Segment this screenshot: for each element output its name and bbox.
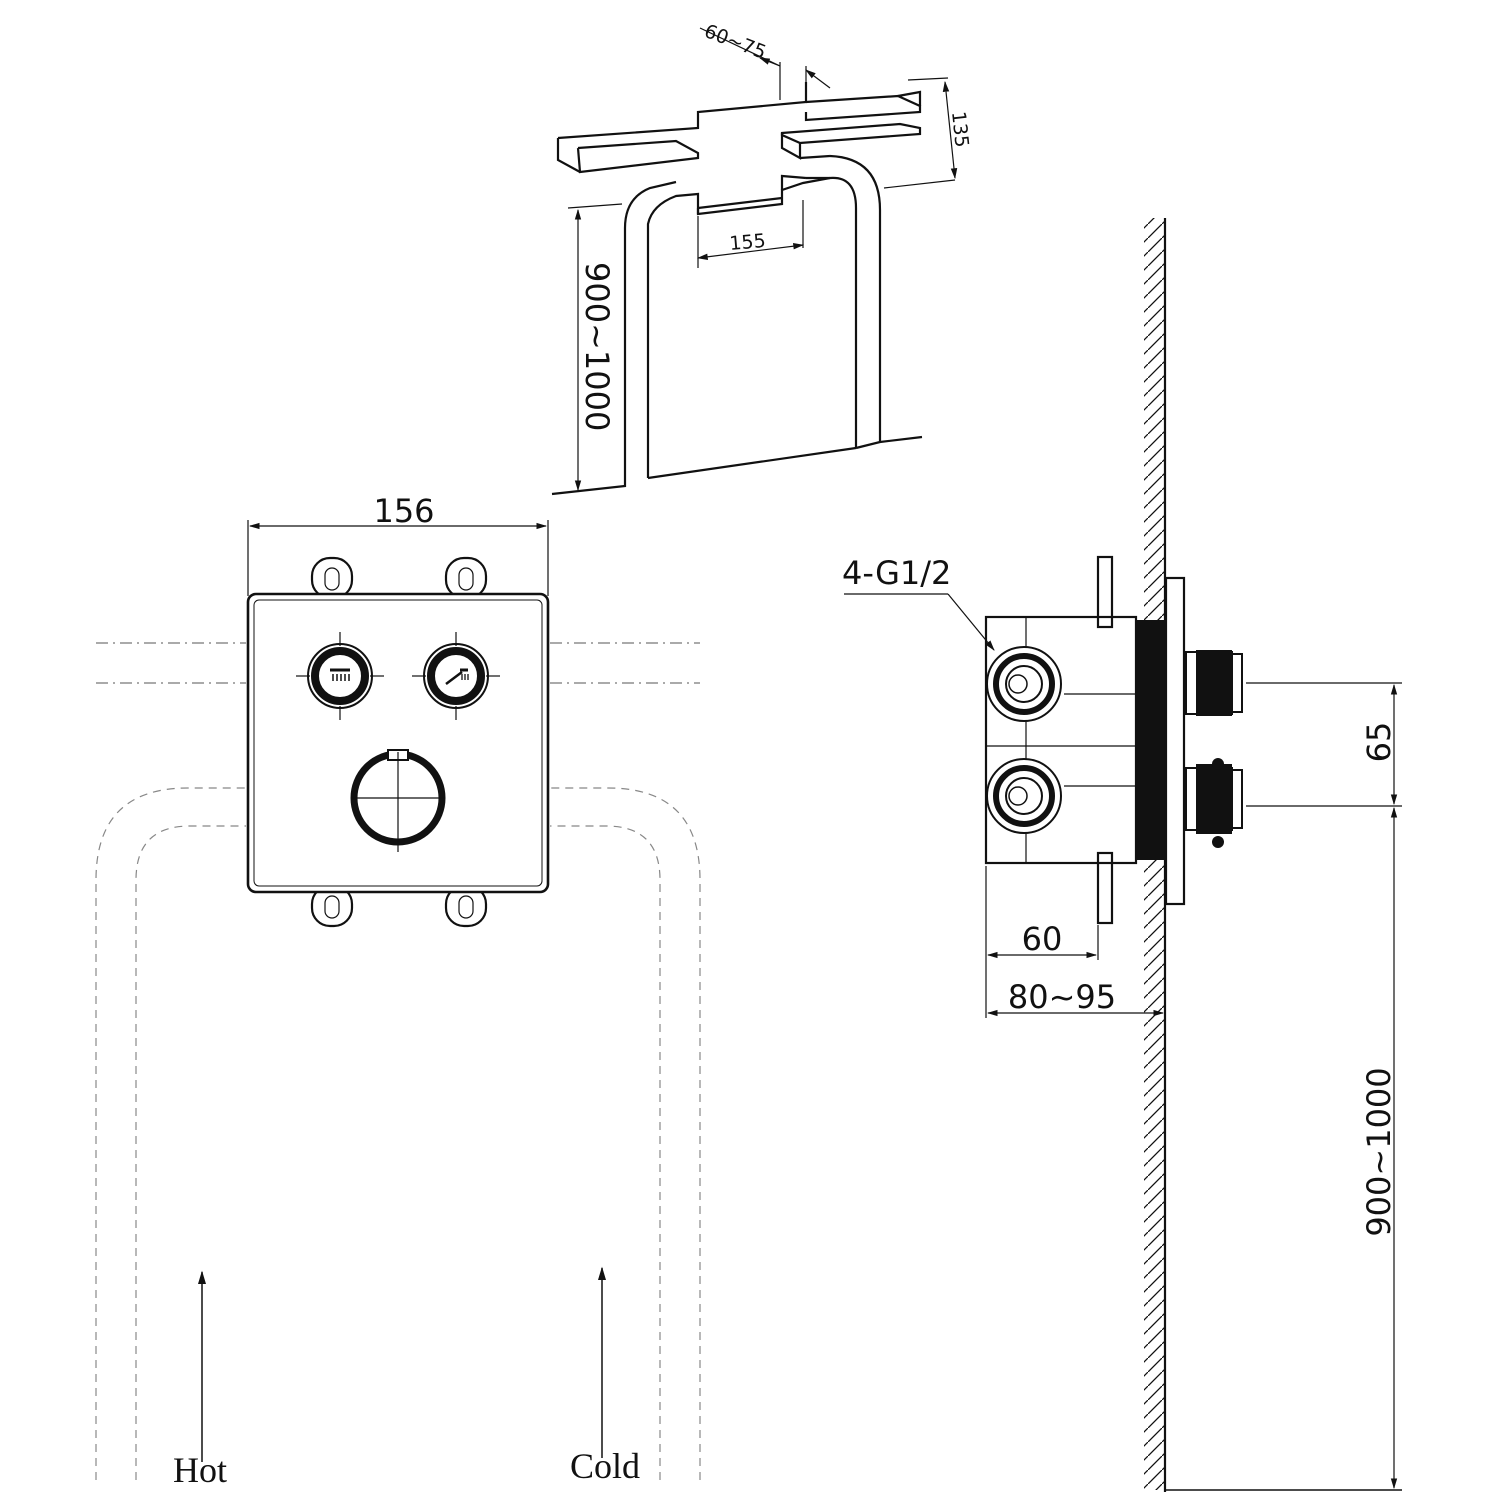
dim-top-spacing: 155 — [729, 230, 767, 255]
dim-top-offset: 60~75 — [701, 20, 769, 64]
top-isometric-view: 60~75 135 155 900~1000 — [551, 20, 973, 496]
thermostat-knob — [350, 749, 446, 852]
cold-pipe — [550, 787, 701, 1480]
dim-thread: 4-G1/2 — [842, 554, 951, 592]
front-plate-side — [1164, 576, 1186, 906]
outlet-button-left — [296, 632, 384, 720]
dim-side-height: 900~1000 — [1360, 1067, 1398, 1236]
dim-outlet-spacing: 65 — [1360, 722, 1398, 763]
outlet-fittings — [1185, 650, 1243, 848]
dim-top-depth: 135 — [947, 110, 973, 148]
dim-install-depth: 80~95 — [1008, 978, 1116, 1016]
hand-shower-icon — [445, 668, 469, 685]
side-view: 4-G1/2 60 80~95 65 900~1000 — [842, 218, 1402, 1492]
thread-port-upper — [986, 646, 1062, 722]
thread-port-lower — [986, 758, 1062, 834]
mounting-box — [1136, 620, 1164, 860]
label-cold: Cold — [570, 1446, 640, 1486]
dim-top-height: 900~1000 — [578, 262, 616, 431]
hot-pipe — [95, 787, 246, 1480]
dim-body-depth: 60 — [1022, 920, 1063, 958]
dim-front-width: 156 — [373, 492, 434, 530]
front-view: 156 Hot Cold — [95, 492, 701, 1490]
shower-head-icon — [330, 668, 350, 681]
label-hot: Hot — [173, 1450, 227, 1490]
outlet-button-right — [412, 632, 500, 720]
